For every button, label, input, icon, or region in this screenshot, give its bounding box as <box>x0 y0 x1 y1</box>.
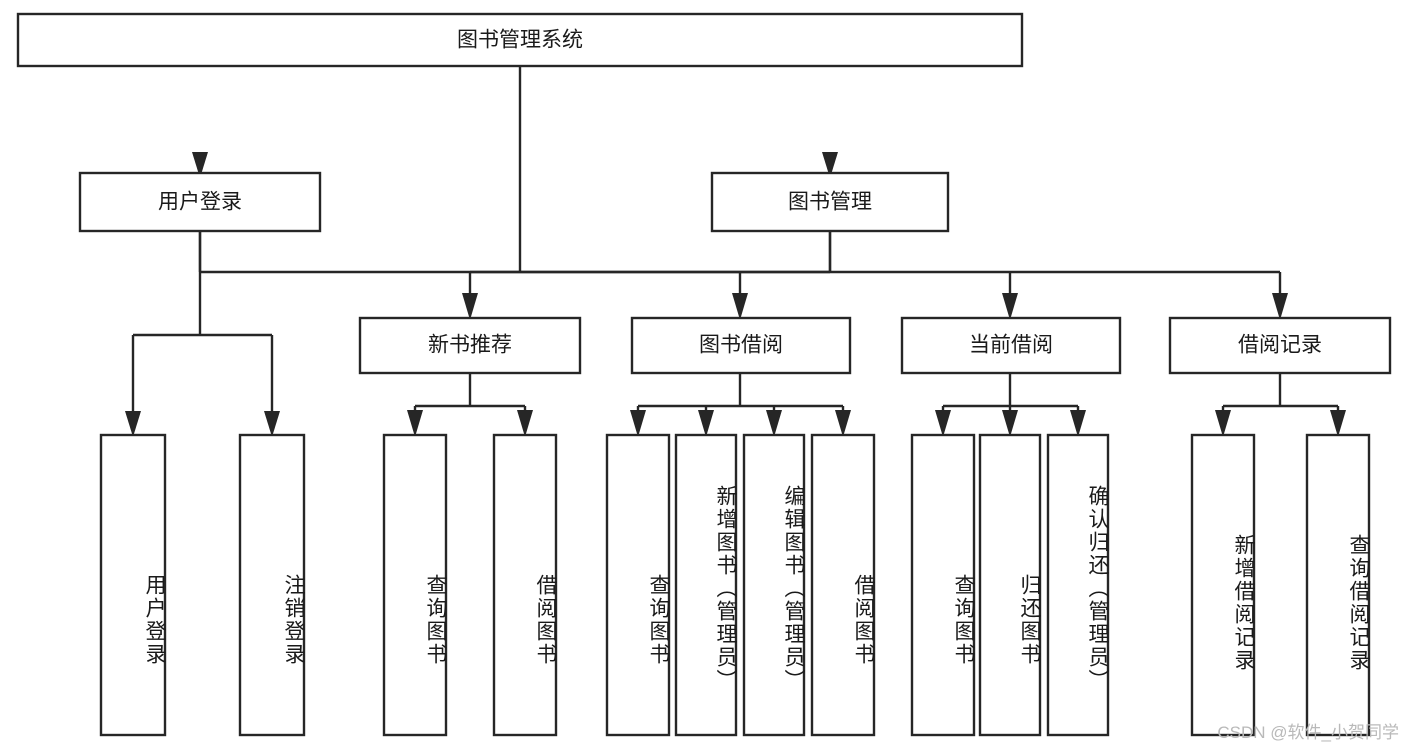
connector-root-to-level2 <box>192 66 838 274</box>
node-book-management-label: 图书管理 <box>788 191 872 214</box>
node-leaf-add-record[interactable] <box>1190 433 1256 737</box>
node-current-borrow[interactable]: 当前借阅 <box>900 316 1122 375</box>
node-leaf-query-book-1[interactable] <box>382 433 448 737</box>
connector-newbook-to-leaves <box>407 373 533 437</box>
node-root-label: 图书管理系统 <box>457 29 583 52</box>
node-leaf-borrow-book-1[interactable] <box>492 433 558 737</box>
node-root[interactable]: 图书管理系统 <box>16 12 1024 68</box>
connector-borrowrecord-to-leaves <box>1215 373 1346 437</box>
node-leaf-query-book-3[interactable] <box>910 433 976 737</box>
node-current-borrow-label: 当前借阅 <box>969 334 1053 357</box>
node-leaf-add-book[interactable] <box>674 433 738 737</box>
node-borrow-record[interactable]: 借阅记录 <box>1168 316 1392 375</box>
node-book-management[interactable]: 图书管理 <box>710 171 950 233</box>
connector-currentborrow-to-leaves <box>935 373 1086 437</box>
node-leaf-user-login[interactable] <box>99 433 167 737</box>
node-leaf-edit-book[interactable] <box>742 433 806 737</box>
node-borrow-record-label: 借阅记录 <box>1238 334 1322 357</box>
connector-bookmgmt-to-level3 <box>462 231 1288 320</box>
node-leaf-return-book[interactable] <box>978 433 1042 737</box>
node-user-login-label: 用户登录 <box>158 191 242 214</box>
node-new-book-recommend[interactable]: 新书推荐 <box>358 316 582 375</box>
node-leaf-confirm-return[interactable] <box>1046 433 1110 737</box>
node-new-book-recommend-label: 新书推荐 <box>428 334 512 357</box>
connector-userlogin-to-leaves <box>125 231 280 437</box>
node-book-borrow-label: 图书借阅 <box>699 334 783 357</box>
node-leaf-logout-login[interactable] <box>238 433 306 737</box>
node-user-login[interactable]: 用户登录 <box>78 171 322 233</box>
node-book-borrow[interactable]: 图书借阅 <box>630 316 852 375</box>
node-leaf-query-book-2[interactable] <box>605 433 671 737</box>
node-leaf-borrow-book-2[interactable] <box>810 433 876 737</box>
connector-bookborrow-to-leaves <box>630 373 851 437</box>
node-leaf-query-record[interactable] <box>1305 433 1371 737</box>
